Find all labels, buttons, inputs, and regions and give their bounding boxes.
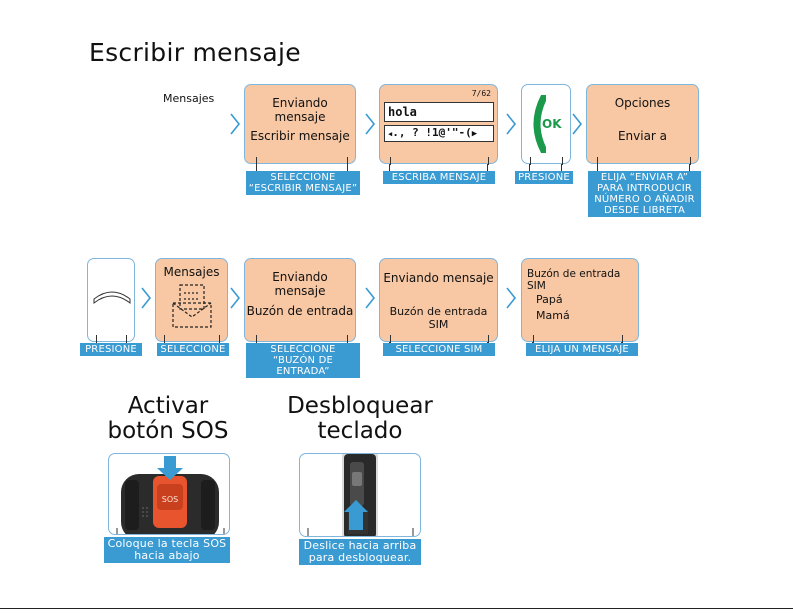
callout-text: ESCRIBA MENSAJE [391,172,487,183]
callout-select-sim: SELECCIONE SIM [383,343,495,356]
callout-type-message: ESCRIBA MENSAJE [383,171,495,184]
step-arrow-icon [506,287,517,309]
sos-caption-line2: hacia abajo [134,549,200,562]
step-arrow-icon [365,287,376,309]
callout-press-key: PRESIONE [80,343,142,356]
unlock-heading-line2: teclado [317,418,403,444]
ok-key-label[interactable]: OK [542,117,562,131]
step-arrow-icon [506,113,517,135]
callout-text: SELECCIONE [270,172,336,183]
callout-select-write: SELECCIONE “ESCRIBIR MENSAJE” [246,171,360,195]
callout-text: SELECCIONE [160,344,226,355]
screen-line-inbox: Buzón de entrada [246,304,354,318]
step-arrow-icon [572,113,583,135]
sos-heading-line2: botón SOS [107,418,229,444]
screen-sim-inbox: Enviando mensaje Buzón de entrada SIM [379,258,498,343]
screen-line-sending: Enviando mensaje [272,270,328,298]
callout-text: SELECCIONE [270,344,336,355]
screen-write-message: Enviando mensaje Escribir mensaje [244,84,356,165]
sos-button-label[interactable]: SOS [162,495,178,504]
callout-text: ELIJA UN MENSAJE [535,344,629,355]
step-arrow-icon [365,113,376,135]
step-arrow-icon [230,287,241,309]
unlock-caption-line2: para desbloquear. [308,551,412,564]
callout-select-messages: SELECCIONE [157,343,229,356]
callout-select-inbox: SELECCIONE “BUZÓN DE ENTRADA” [246,343,360,378]
screen-line-sending: Enviando mensaje [383,271,494,285]
page-title: Escribir mensaje [89,38,301,67]
callout-press: PRESIONE [515,171,573,184]
screen-options: Opciones Enviar a [586,84,699,165]
screen-line-write: Escribir mensaje [250,129,350,143]
callout-text: DESDE LIBRETA [604,205,685,216]
bottom-rule [0,608,793,609]
message-input[interactable]: hola [384,102,494,122]
menu-label: Mensajes [163,92,215,105]
left-arrow-icon: ◀ [388,130,393,138]
callout-text: NÚMERO O AÑADIR [594,194,695,205]
screen-type-message: 7/62 hola ◀., ? !1@'"-(▶ [379,84,498,165]
unlock-heading: Desbloquear teclado [275,394,445,444]
callout-text: “BUZÓN DE ENTRADA” [272,355,334,377]
step-arrow-icon [141,287,152,309]
callout-text: SELECCIONE SIM [395,344,483,355]
screen-line-sim-inbox: Buzón de entrada SIM [389,305,488,331]
unlock-phone-illustration [307,454,414,536]
unlock-caption-line1: Deslice hacia arriba [303,539,417,552]
callout-choose-send-to: ELIJA “ENVIAR A” PARA INTRODUCIR NÚMERO … [588,171,701,217]
callout-text: ELIJA “ENVIAR A” [600,172,689,183]
callout-text: PRESIONE [518,172,570,183]
unlock-caption: Deslice hacia arriba para desbloquear. [299,539,421,565]
sos-photo: SOS [108,453,230,535]
screen-inbox: Enviando mensaje Buzón de entrada [244,258,356,343]
screen-messages-menu: Mensajes [155,258,228,343]
charset-text: ., ? !1@'"-( [392,126,472,139]
sos-caption: Coloque la tecla SOS hacia abajo [104,537,230,563]
charset-bar[interactable]: ◀., ? !1@'"-(▶ [384,125,494,142]
soft-key-icon [93,291,131,305]
message-item-papa[interactable]: Papá [536,293,563,306]
sos-caption-line1: Coloque la tecla SOS [107,537,227,550]
char-counter: 7/62 [471,89,491,98]
sos-phone-illustration: SOS [116,456,225,534]
screen-message-list: Buzón de entrada SIM Papá Mamá [521,258,639,343]
unlock-photo [299,453,421,537]
ok-key-bracket-icon [533,95,546,153]
charset-cursor: ▶ [471,129,478,139]
screen-line-send-to: Enviar a [617,129,668,143]
screen-line-messages: Mensajes [163,265,220,279]
sos-heading-line1: Activar [127,393,209,419]
unlock-heading-line1: Desbloquear [287,393,433,419]
callout-text: PARA INTRODUCIR [596,183,693,194]
callout-text: “ESCRIBIR MENSAJE” [248,183,358,194]
message-item-mama[interactable]: Mamá [536,309,570,322]
sos-heading: Activar botón SOS [98,394,238,444]
step-arrow-icon [230,113,241,135]
callout-choose-message: ELIJA UN MENSAJE [526,343,638,356]
screen-line-options: Opciones [614,96,671,110]
envelope-icon [172,284,212,328]
callout-text: PRESIONE [85,344,137,355]
key-press-panel [87,258,135,343]
screen-line-sending: Enviando mensaje [272,96,328,124]
screen-line-sim-inbox-header: Buzón de entrada SIM [527,268,621,292]
ok-key-panel: OK [521,84,571,165]
